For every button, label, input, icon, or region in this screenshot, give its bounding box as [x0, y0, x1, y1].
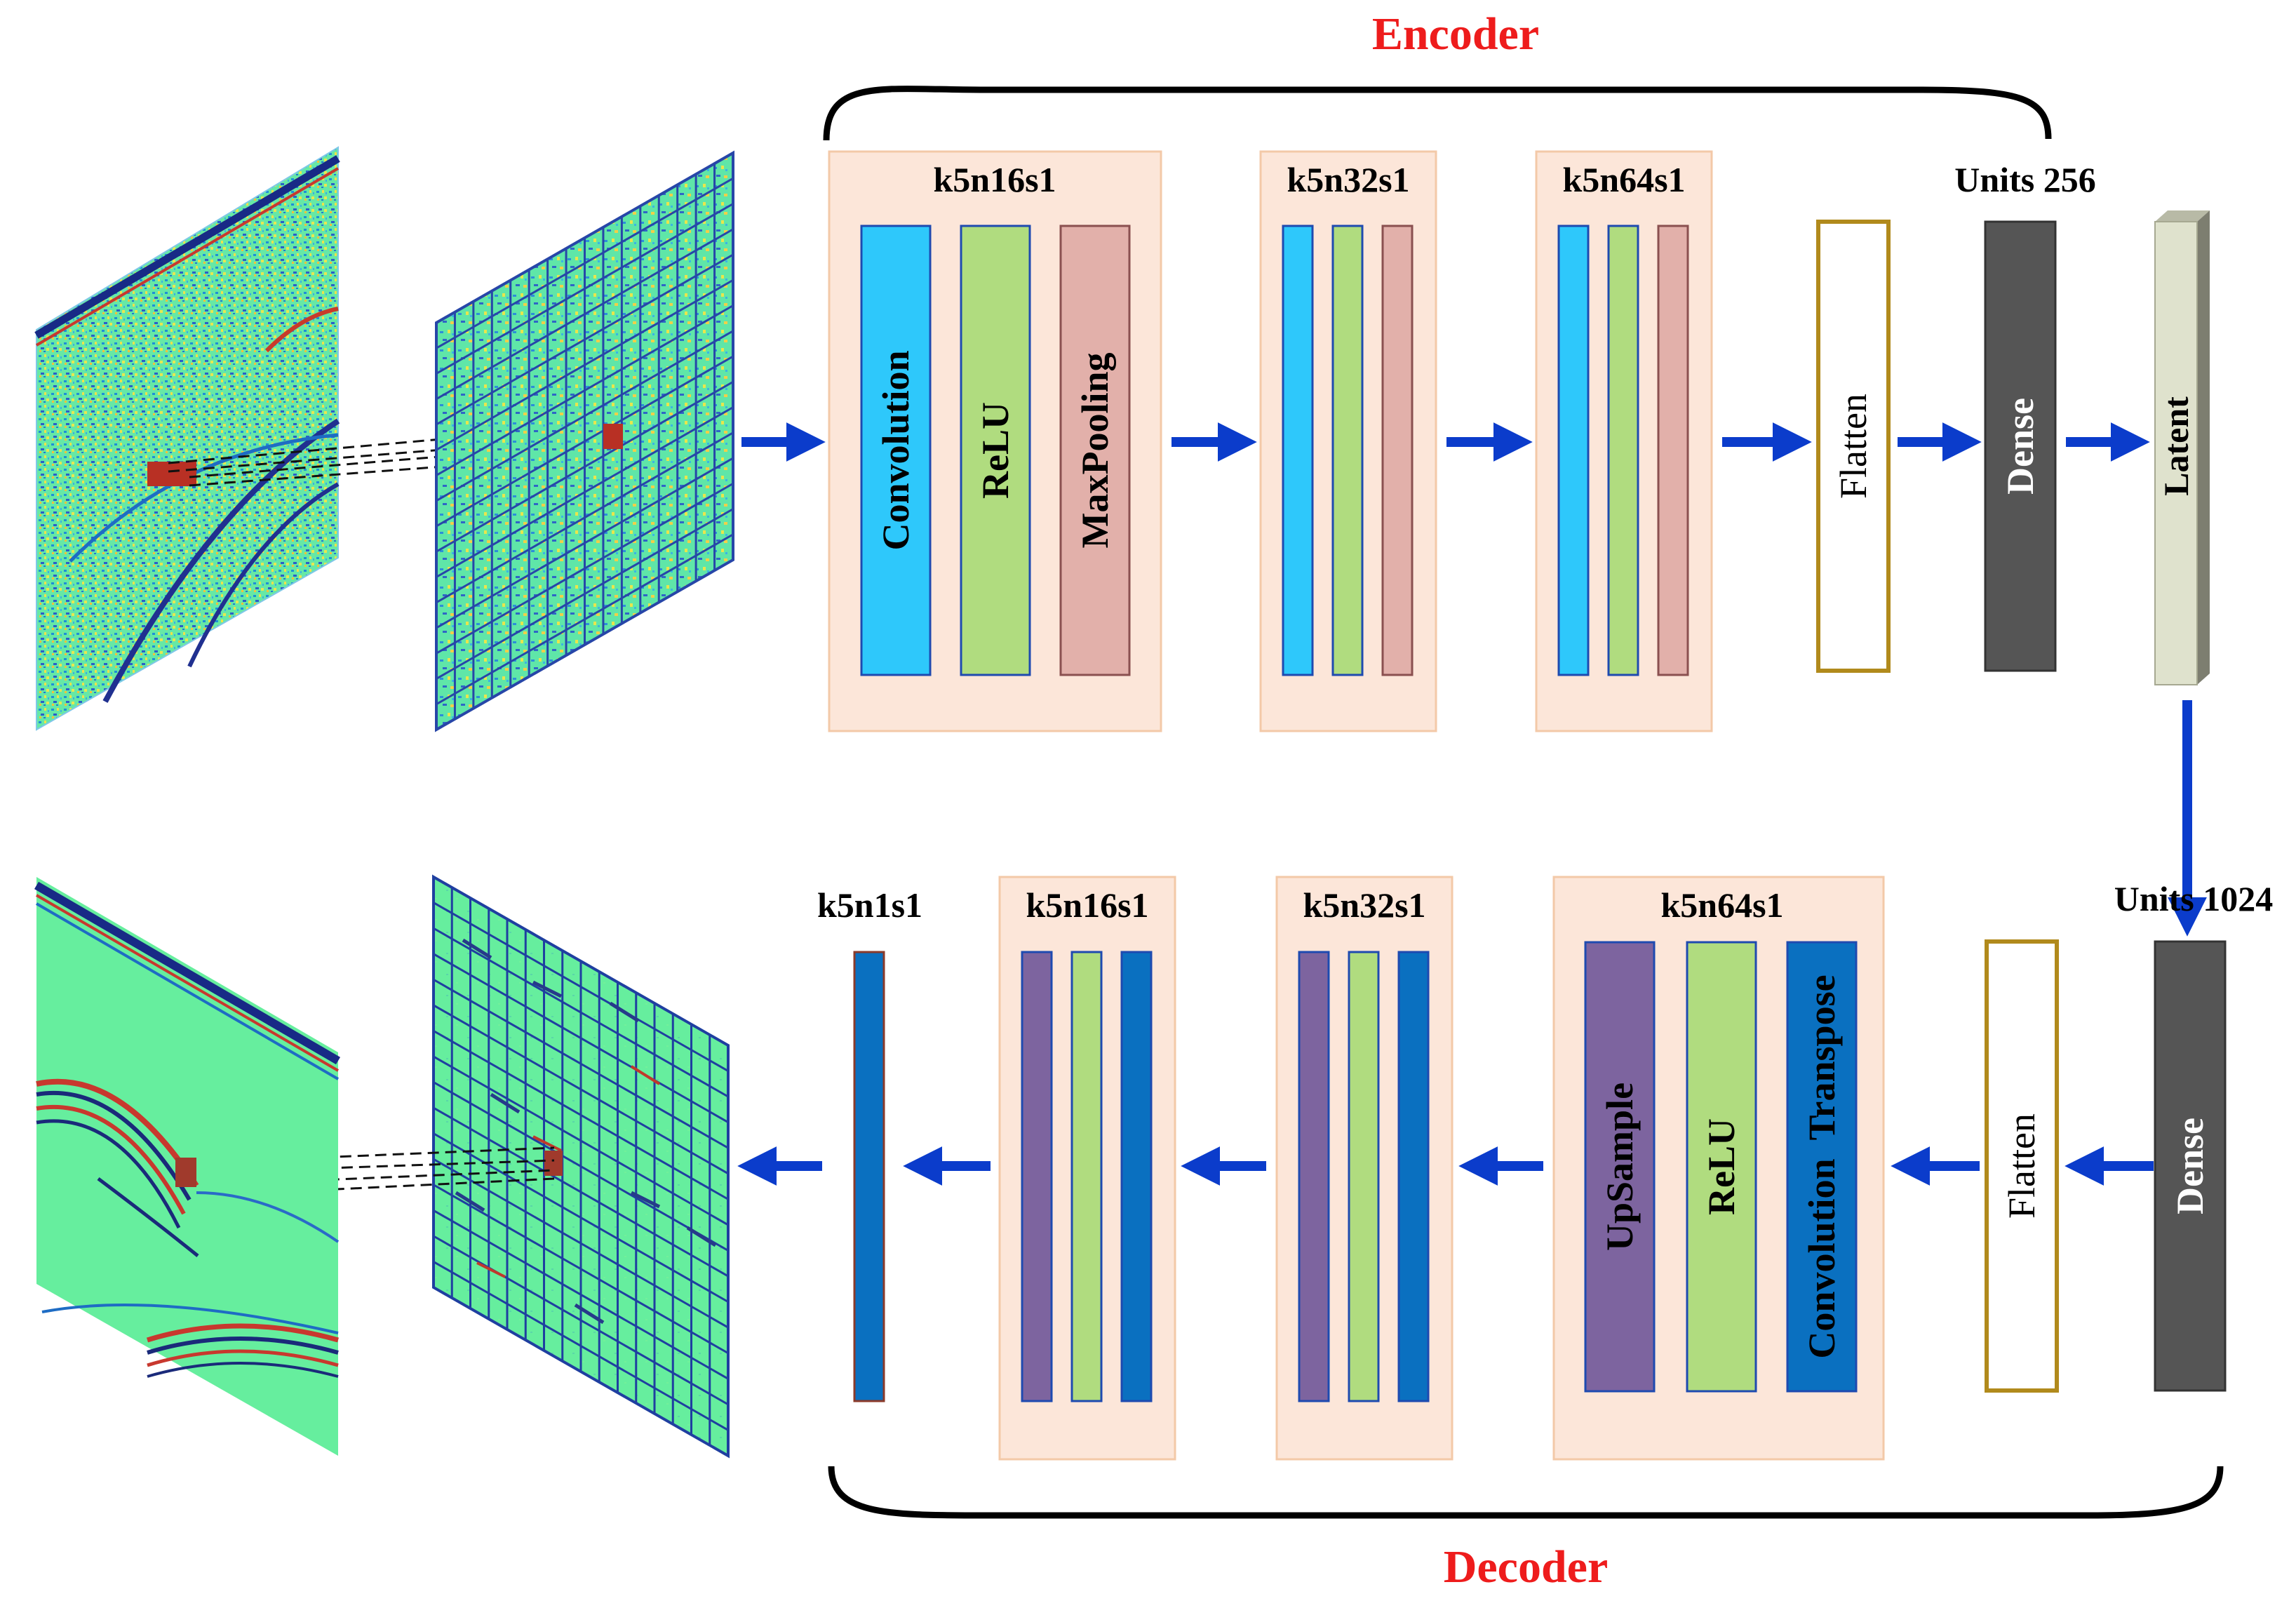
encoder-patch-grid	[435, 150, 734, 732]
maxpooling-layer	[1059, 225, 1131, 676]
convolution-layer	[860, 225, 932, 676]
grid-line	[433, 1184, 729, 1355]
relu-layer	[1348, 951, 1380, 1402]
relu-layer	[1070, 951, 1103, 1402]
encoder-flatten-label: Flatten	[1832, 394, 1874, 499]
grid-line	[433, 1106, 729, 1278]
encoder-dense-units: Units 256	[1954, 160, 2095, 199]
encoder-block-2-label: k5n32s1	[1287, 160, 1409, 199]
encoder-block-1: k5n16s1 Convolution ReLU MaxPooling	[828, 150, 1162, 732]
decoder-block-2: k5n32s1	[1275, 876, 1454, 1461]
grid-line	[436, 508, 734, 680]
relu-label: ReLU	[974, 402, 1016, 499]
grid-line	[433, 1132, 729, 1303]
decoder-brace	[828, 1466, 2224, 1519]
encoder-block-3-label: k5n64s1	[1562, 160, 1685, 199]
encoder-dense-label: Dense	[1999, 398, 2041, 495]
relu-layer	[1607, 225, 1639, 676]
decoder-dense: Units 1024 Dense	[2114, 879, 2273, 1392]
output-seismic-image	[34, 877, 341, 1456]
decoder-block-3-label: k5n16s1	[1026, 885, 1148, 925]
upsample-label: UpSample	[1599, 1083, 1641, 1251]
maxpooling-layer	[1381, 225, 1414, 676]
grid-line	[433, 1261, 729, 1431]
grid-line	[436, 482, 734, 655]
grid-line	[436, 380, 734, 553]
decoder-block-2-label: k5n32s1	[1303, 885, 1425, 925]
decoder-flatten-label: Flatten	[2001, 1113, 2043, 1219]
decoder-dense-label: Dense	[2169, 1118, 2211, 1214]
upsample-layer	[1298, 951, 1330, 1402]
encoder-block-3: k5n64s1	[1535, 150, 1713, 732]
encoder-flatten: Flatten	[1816, 220, 1891, 673]
decoder-block-1: k5n64s1 UpSample ReLU Convolution Transp…	[1552, 876, 1885, 1461]
convolution-layer	[1282, 225, 1314, 676]
encoder-block-2: k5n32s1	[1259, 150, 1437, 732]
encoder-title: Encoder	[1372, 8, 1539, 60]
grid-line	[436, 406, 734, 578]
latent-vector: Latent	[2154, 210, 2210, 685]
grid-line	[433, 1210, 729, 1380]
input-seismic-image	[34, 146, 340, 731]
relu-layer	[1331, 225, 1364, 676]
encoder-block-1-label: k5n16s1	[933, 160, 1056, 199]
upsample-layer	[1584, 941, 1656, 1393]
decoder-title: Decoder	[1444, 1541, 1609, 1593]
grid-line	[436, 355, 734, 528]
maxpooling-layer	[1657, 225, 1689, 676]
decoder-patch-grid	[432, 874, 730, 1459]
upsample-layer	[1021, 951, 1053, 1402]
grid-line	[436, 457, 734, 629]
convolution-layer	[1557, 225, 1590, 676]
conv-transpose-layer	[1397, 951, 1430, 1402]
encoder-arrows	[741, 422, 2207, 937]
conv-transpose-label: Convolution Transpose	[1801, 974, 1843, 1358]
conv-transpose-layer	[1786, 941, 1858, 1393]
grid-line	[436, 533, 734, 706]
grid-line	[436, 431, 734, 604]
grid-line	[433, 1081, 729, 1252]
grid-line	[433, 1158, 729, 1329]
relu-layer	[1686, 941, 1757, 1393]
conv-transpose-layer	[1120, 951, 1153, 1402]
decoder-output-label: k5n1s1	[817, 885, 922, 925]
latent-label: Latent	[2156, 396, 2196, 496]
decoder-block-3: k5n16s1	[998, 876, 1176, 1461]
decoder-block-1-label: k5n64s1	[1660, 885, 1783, 925]
decoder-dense-units: Units 1024	[2114, 879, 2273, 918]
relu-label: ReLU	[1700, 1118, 1743, 1215]
encoder-dense: Units 256 Dense	[1954, 160, 2096, 672]
maxpooling-label: MaxPooling	[1074, 353, 1116, 549]
decoder-output-layer: k5n1s1	[817, 885, 922, 1402]
convolution-label: Convolution	[875, 350, 917, 550]
encoder-brace	[823, 86, 2052, 141]
relu-layer	[960, 225, 1031, 676]
decoder-flatten: Flatten	[1985, 939, 2059, 1393]
